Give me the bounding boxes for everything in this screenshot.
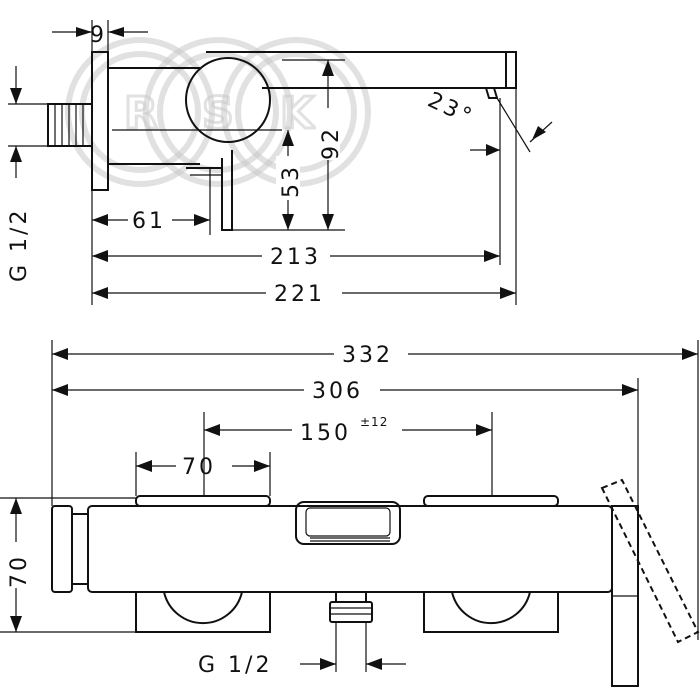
dim-thread-side: G 1/2 [7,66,48,282]
watermark-letter-r: R [124,88,158,139]
dim-23-deg: 23° [424,88,553,156]
top-plate-left [135,495,271,507]
side-view: 9 23° 92 53 [7,20,553,307]
mixer-body [87,505,613,593]
left-end-cap [51,505,73,593]
outlet-nut [329,601,373,623]
watermark-letter-s: S [202,88,234,139]
dim-332-label: 332 [342,343,393,368]
dim-53-label: 53 [279,164,304,198]
aerator [484,87,499,99]
dim-213-label: 213 [270,245,321,270]
bottom-escutcheon-right [423,591,559,633]
center-control [295,501,401,545]
dim-221-label: 221 [274,282,325,307]
dim-23-label: 23° [424,88,478,131]
dim-150-tolerance: ±12 [360,415,388,429]
dim-thread-side-label: G 1/2 [7,208,32,282]
dim-61-label: 61 [132,209,166,234]
lever-alt-position [600,478,700,644]
dim-thread-front: G 1/2 [198,653,406,678]
outlet-thread-lines [330,607,372,615]
dim-332: 332 [52,343,698,368]
dim-150-label: 150 [300,421,351,446]
dim-92: 92 [316,60,344,230]
dim-70-top-label: 70 [182,455,216,480]
dim-53: 53 [276,130,304,230]
dim-9: 9 [52,23,148,48]
side-extension-lines [91,20,531,305]
watermark-letter-k: K [280,88,316,139]
dim-213: 213 [92,245,500,270]
control-ribs [310,537,390,542]
bottom-escutcheon-left [135,591,271,633]
dim-306: 306 [52,379,638,404]
top-plate-right [423,495,559,507]
dim-70-left: 70 [7,498,32,632]
dim-221: 221 [92,282,516,307]
dim-9-label: 9 [90,23,107,48]
lever-handle [221,150,233,231]
dim-92-label: 92 [319,126,344,160]
rsk-watermark: R S K [65,37,371,187]
dim-61: 61 [92,209,210,234]
front-view: 332 306 150 ±12 70 [0,340,700,687]
left-end-collar [71,513,89,585]
dim-150: 150 ±12 [204,415,492,446]
outlet-collar [335,591,367,603]
dim-306-label: 306 [312,379,363,404]
dim-thread-front-label: G 1/2 [198,653,272,678]
dim-70-top: 70 [136,455,270,480]
dim-70-left-label: 70 [7,554,32,588]
body-circle [185,57,271,143]
thread-lines [54,104,84,146]
